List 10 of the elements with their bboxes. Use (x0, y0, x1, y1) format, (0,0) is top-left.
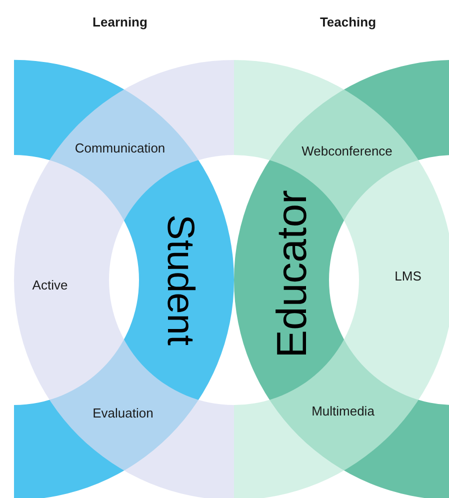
area-label: Webconference (302, 142, 392, 160)
area-label: Active (32, 276, 68, 294)
ring-title: Educator (271, 190, 313, 358)
column-heading: Teaching (320, 13, 376, 32)
area-label: Multimedia (312, 402, 374, 420)
area-label: LMS (394, 267, 422, 286)
area-label: Evaluation (92, 404, 154, 422)
area-label: Communication (74, 139, 166, 158)
ring-title: Student (161, 214, 199, 346)
column-heading: Learning (92, 13, 148, 32)
